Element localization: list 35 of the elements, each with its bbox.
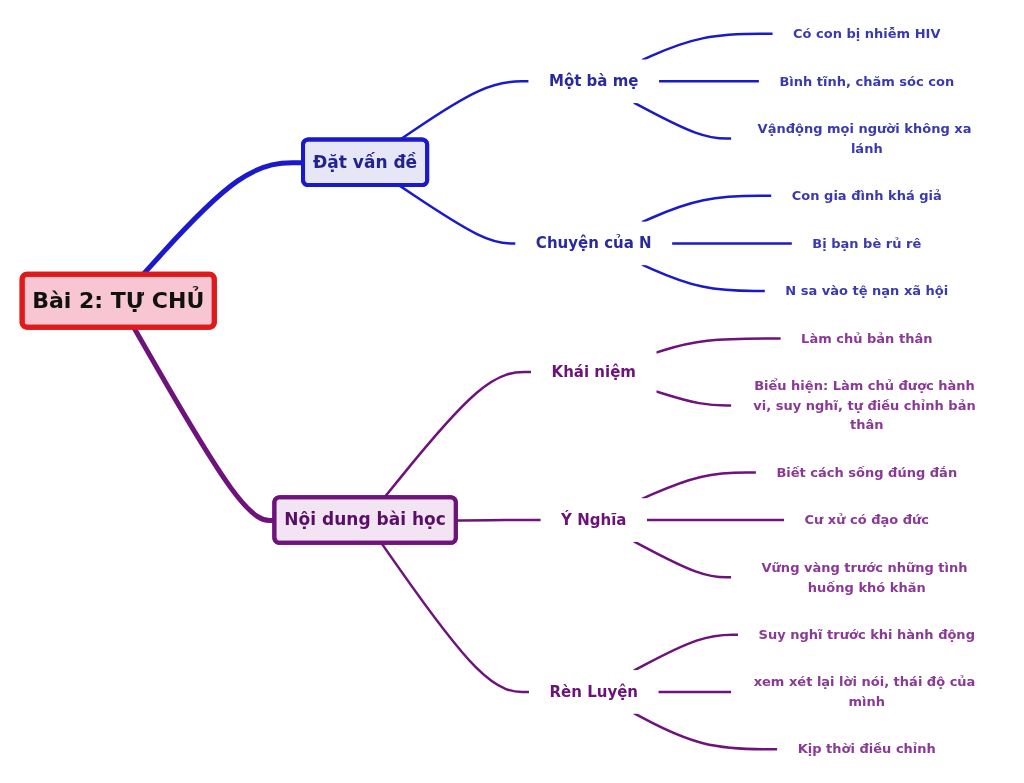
connector [658, 80, 760, 83]
node-text: Kịp thời điều chỉnh [797, 741, 936, 757]
connector [633, 540, 732, 579]
node-text: Có con bị nhiễm HIV [793, 26, 941, 42]
node-text: Con gia đình khá giả [791, 188, 942, 204]
node-text: xem xét lại lời nói, thái độ của mình [753, 674, 976, 709]
connector [456, 518, 542, 522]
connector [641, 32, 774, 62]
connector [646, 518, 785, 522]
connector [655, 390, 732, 407]
connector [641, 471, 757, 500]
connector [633, 633, 739, 672]
connector [633, 101, 732, 140]
connector [655, 337, 782, 354]
node-text: Rèn Luyện [549, 682, 639, 701]
connector [633, 712, 778, 751]
connector [641, 263, 766, 293]
node-text: Vững vàng trước những tình huống khó khăn [761, 559, 968, 595]
node-text: Khái niệm [551, 362, 636, 381]
node-text: Biết cách sống đúng đắn [776, 464, 958, 480]
node-text: Biểu hiện: Làm chủ được hành vi, suy nghĩ, tự điều chỉnh bản thân [753, 378, 976, 433]
node-text: Cư xử có đạo đức [804, 512, 930, 528]
connector [671, 242, 793, 245]
connector [641, 194, 772, 224]
node-text: Bình tĩnh, chăm sóc con [779, 73, 955, 89]
node-text: Ý Nghĩa [561, 510, 627, 529]
node-text: Suy nghĩ trước khi hành động [758, 626, 975, 642]
connector [658, 690, 732, 694]
connector [380, 542, 530, 694]
node-text: Làm chủ bản thân [801, 330, 933, 346]
node-text: Chuyện của N [535, 234, 652, 253]
node-text: Bị bạn bè rủ rê [812, 235, 922, 251]
node-text: Vậnđộng mọi người không xa lánh [757, 121, 972, 156]
node-text: Một bà mẹ [548, 72, 639, 91]
node-text: N sa vào tệ nạn xã hội [785, 283, 949, 299]
